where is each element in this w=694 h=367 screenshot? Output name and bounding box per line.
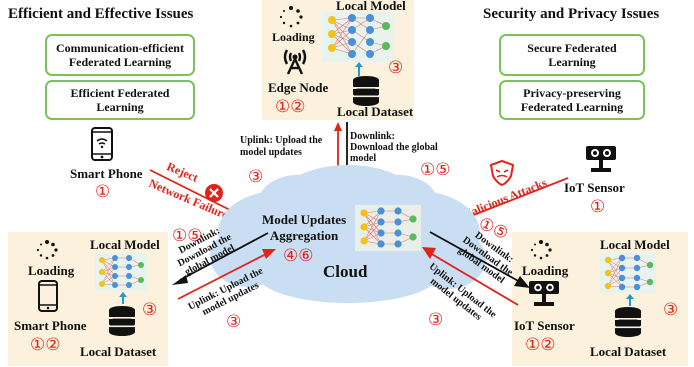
right-uplink-arrow — [422, 247, 519, 306]
uplink-top-text: Uplink: Upload the model updates — [240, 135, 323, 158]
edge-loading-label: Loading — [272, 30, 315, 44]
privacy-preserving-fl-box: Privacy-preserving Federated Learning — [499, 80, 645, 120]
right-iot-sensor-label: IoT Sensor — [514, 318, 575, 333]
downlink-top-text: Downlink: Download the global model — [350, 131, 438, 164]
edge-local-dataset-label: Local Dataset — [337, 104, 414, 119]
left-smart-phone-label: Smart Phone — [14, 318, 87, 333]
communication-efficient-fl-box: Communication-efficient Federated Learni… — [45, 34, 195, 76]
right-iot-sensor-steps: ①② — [525, 335, 556, 355]
antenna-icon — [283, 49, 307, 75]
left-section-title: Efficient and Effective Issues — [8, 6, 194, 22]
edge-node-label: Edge Node — [268, 80, 329, 95]
smart-phone-top-step: ① — [95, 182, 111, 202]
left-loading-icon — [36, 240, 58, 260]
smart-phone-icon-top — [91, 127, 113, 161]
left-smart-phone-icon — [38, 280, 58, 312]
edge-node-steps: ①② — [275, 97, 306, 117]
left-up-arrow — [119, 292, 127, 304]
edge-local-model-label: Local Model — [336, 0, 406, 13]
left-local-dataset-label: Local Dataset — [80, 344, 157, 359]
left-uplink-step: ③ — [226, 312, 242, 332]
smart-phone-top-label: Smart Phone — [70, 166, 143, 181]
iot-sensor-icon-top — [586, 146, 616, 172]
right-loading-icon — [530, 240, 552, 260]
left-model-step: ③ — [142, 300, 158, 320]
left-downlink-steps: ①⑤ — [172, 226, 203, 246]
left-local-model-label: Local Model — [90, 237, 160, 252]
efficient-fl-box: Efficient Federated Learning — [45, 80, 195, 120]
reject-x-icon — [205, 184, 223, 202]
right-local-model-icon — [600, 253, 656, 293]
secure-fl-box: Secure Federated Learning — [499, 34, 645, 76]
right-local-model-label: Local Model — [600, 237, 670, 252]
cloud-title: Model Updates Aggregation — [262, 212, 347, 243]
iot-sensor-top-label: IoT Sensor — [564, 180, 625, 195]
right-iot-sensor-icon — [529, 281, 559, 306]
left-local-model-icon — [95, 253, 147, 291]
right-uplink-step: ③ — [428, 310, 444, 330]
left-uplink-arrow — [177, 249, 276, 300]
right-up-arrow — [626, 294, 634, 306]
cloud-label: Cloud — [323, 262, 368, 281]
edge-up-arrow — [355, 62, 363, 76]
left-loading-label: Loading — [28, 263, 75, 278]
left-dataset-icon — [109, 306, 135, 336]
edge-model-step: ③ — [388, 58, 404, 78]
right-downlink-arrow — [429, 231, 530, 288]
uplink-top-step: ③ — [248, 167, 264, 187]
cloud-steps: ④⑥ — [283, 246, 314, 266]
malicious-shield-icon — [489, 159, 515, 187]
right-section-title: Security and Privacy Issues — [483, 6, 660, 22]
edge-local-model-icon — [322, 12, 394, 62]
loading-icon — [279, 6, 303, 28]
left-smart-phone-steps: ①② — [30, 335, 61, 355]
right-local-dataset-label: Local Dataset — [590, 344, 667, 359]
global-model-icon — [355, 205, 421, 251]
iot-sensor-top-step: ① — [590, 197, 606, 217]
downlink-top-steps: ①⑤ — [420, 160, 451, 180]
right-model-step: ③ — [663, 300, 679, 320]
right-loading-label: Loading — [522, 263, 569, 278]
left-downlink-arrow — [172, 232, 269, 285]
right-dataset-icon — [615, 307, 641, 337]
edge-dataset-icon — [353, 76, 379, 106]
